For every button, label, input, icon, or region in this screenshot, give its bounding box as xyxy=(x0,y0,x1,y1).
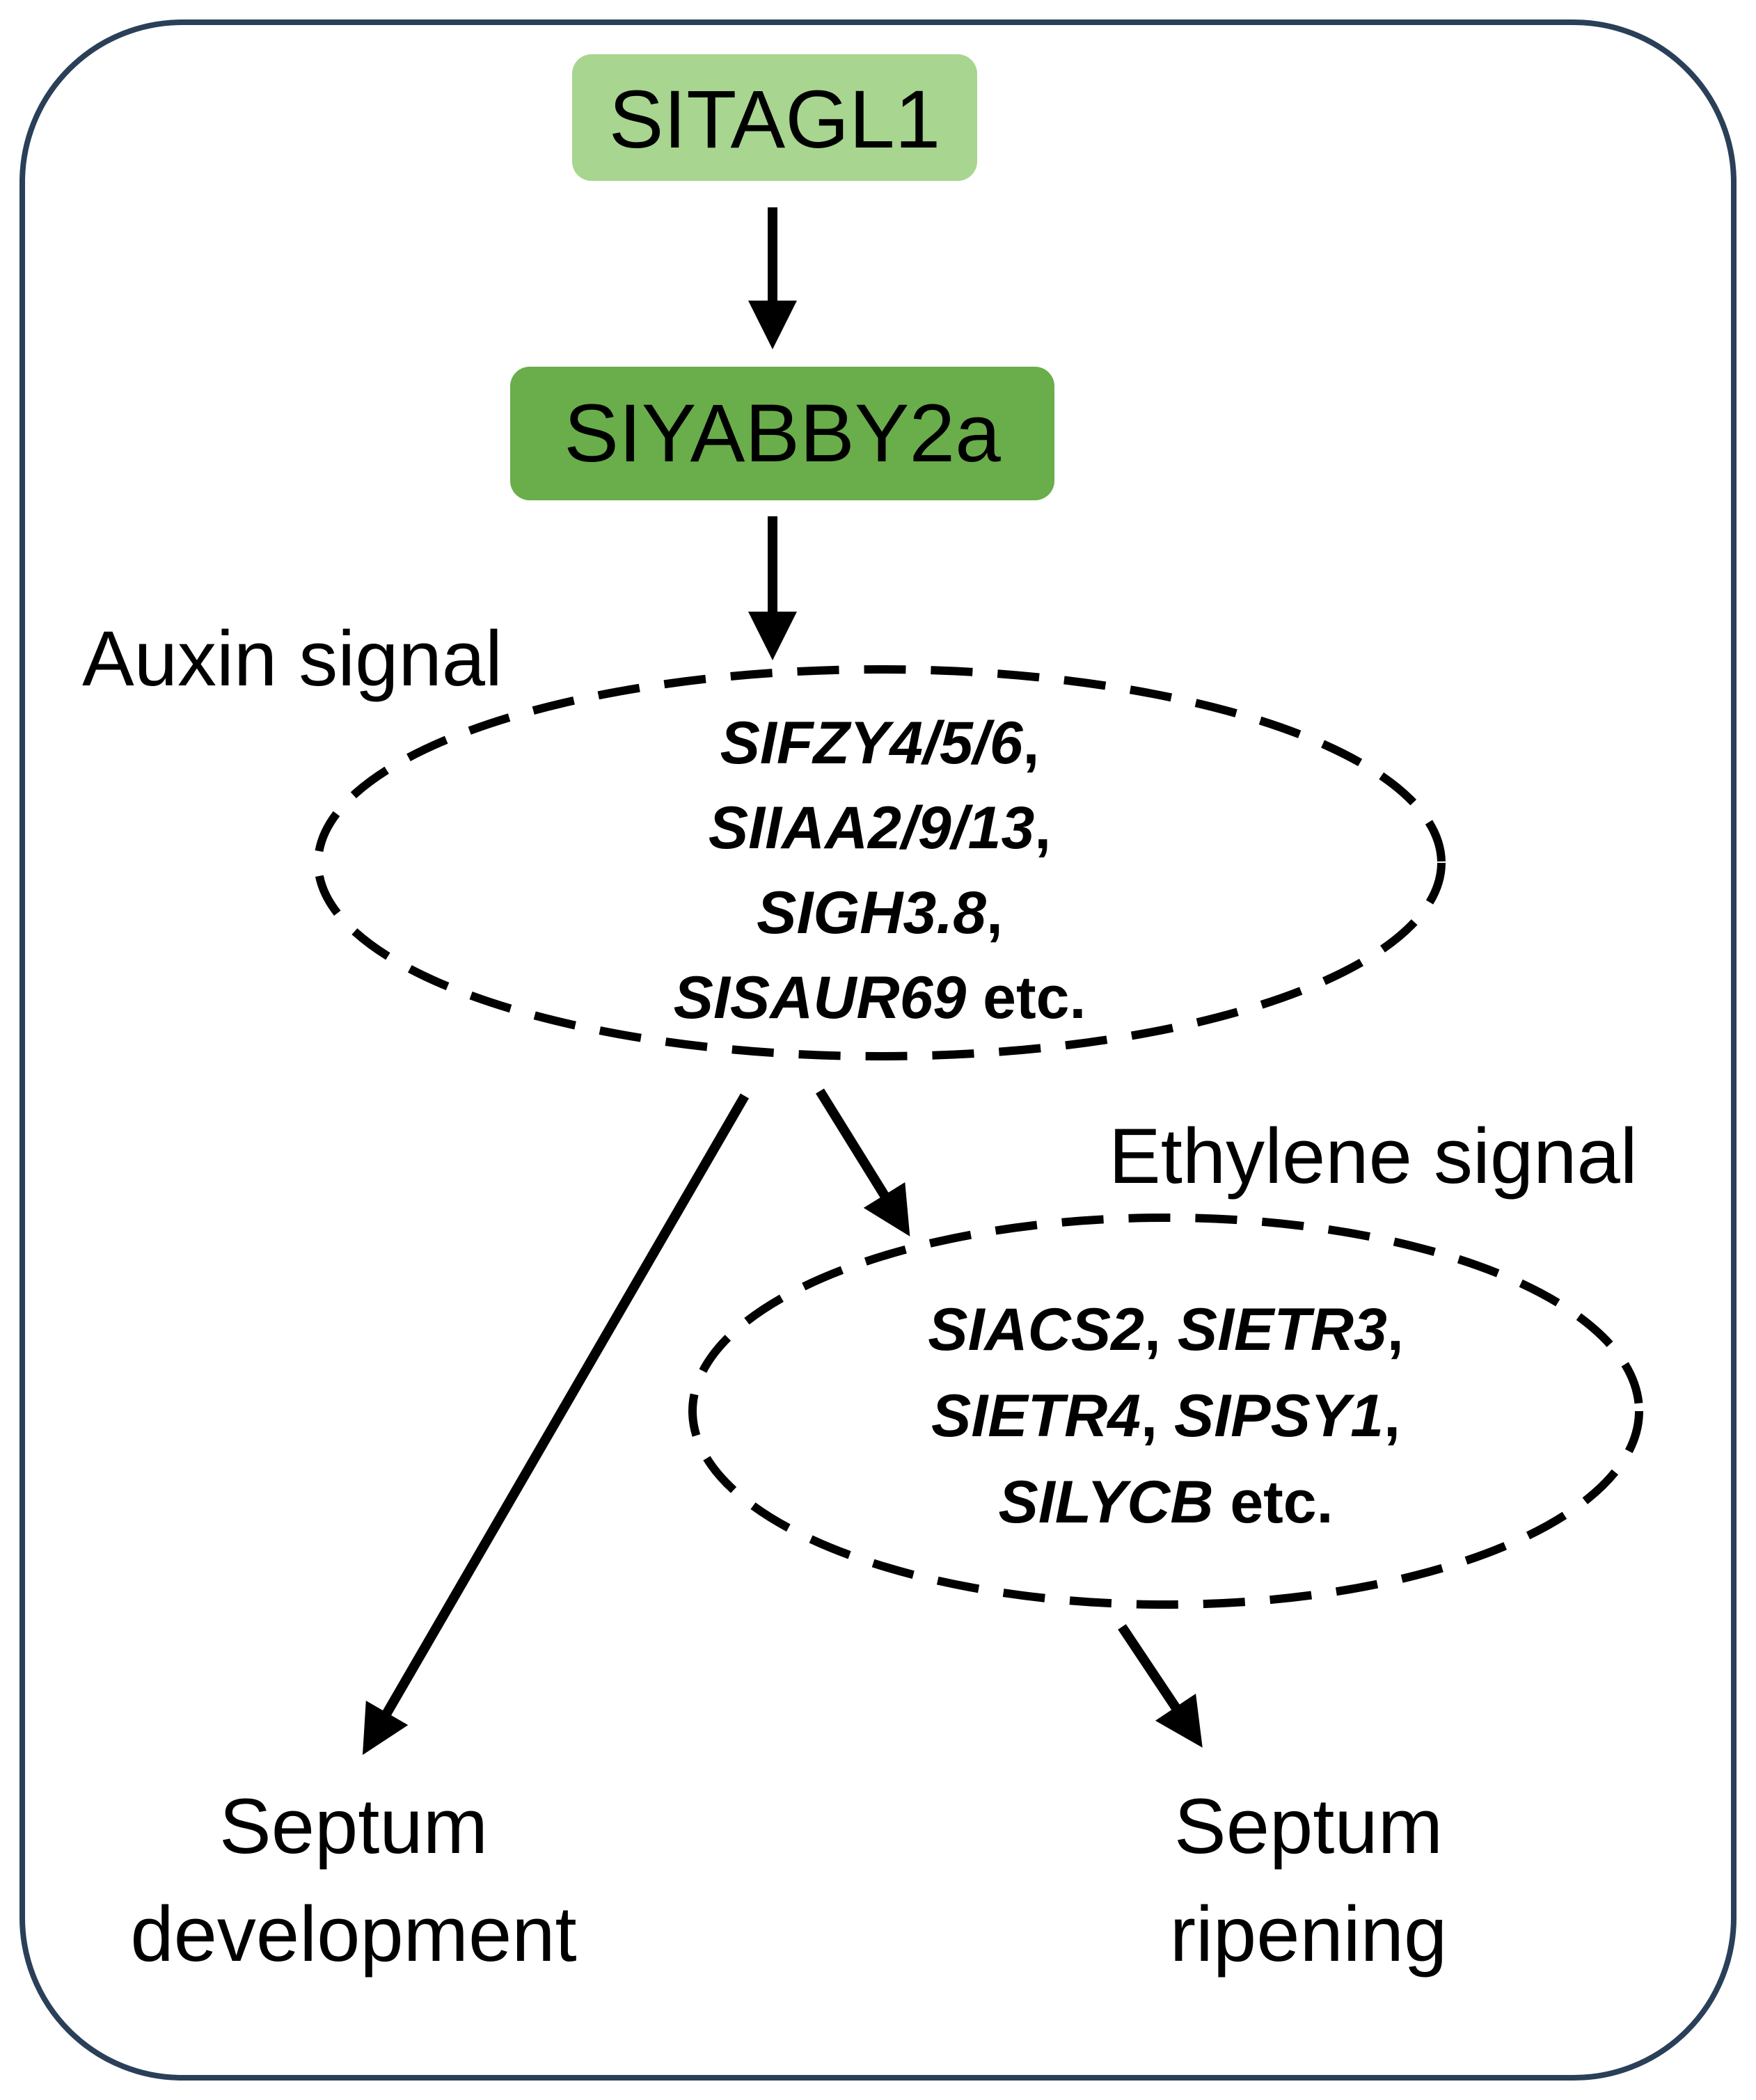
arrow-ethylene-to-ripening xyxy=(1118,1624,1203,1748)
arrow-auxin-to-ethylene xyxy=(816,1088,910,1236)
tagl1-node: SITAGL1 xyxy=(572,54,977,181)
outcome-line: Septum xyxy=(1174,1783,1443,1870)
septum-ripening-outcome: Septum ripening xyxy=(1170,1783,1448,1978)
arrow-auxin-to-development xyxy=(362,1093,750,1756)
auxin-gene-line: SIGH3.8, xyxy=(757,880,1003,946)
ethylene-gene-line: SILYCB etc. xyxy=(998,1469,1333,1536)
septum-development-outcome: Septum development xyxy=(130,1783,576,1978)
ethylene-gene-line: SIETR4, SIPSY1, xyxy=(931,1383,1400,1449)
auxin-gene-line: SIIAA2/9/13, xyxy=(709,795,1051,861)
auxin-gene-line: SISAUR69 etc. xyxy=(674,964,1086,1031)
auxin-gene-line: SIFZY4/5/6, xyxy=(720,710,1040,777)
yabby-box xyxy=(510,367,1054,500)
ethylene-ellipse xyxy=(688,1214,1643,1609)
auxin-ellipse xyxy=(314,665,1446,1060)
auxin-signal-label: Auxin signal xyxy=(82,615,503,702)
ethylene-signal-label: Ethylene signal xyxy=(1109,1113,1638,1200)
auxin-gene-list: SIFZY4/5/6, SIIAA2/9/13, SIGH3.8, SISAUR… xyxy=(674,710,1086,1031)
tagl1-label: SITAGL1 xyxy=(609,74,941,166)
outcome-line: development xyxy=(130,1891,576,1978)
tagl1-box xyxy=(572,54,977,181)
outcome-line: ripening xyxy=(1170,1891,1448,1978)
ethylene-gene-line: SIACS2, SIETR3, xyxy=(928,1296,1403,1363)
outcome-line: Septum xyxy=(219,1783,488,1870)
outer-frame xyxy=(19,19,1737,2081)
yabby-label: SIYABBY2a xyxy=(564,388,1001,479)
yabby-node: SIYABBY2a xyxy=(510,367,1054,500)
ethylene-gene-list: SIACS2, SIETR3, SIETR4, SIPSY1, SILYCB e… xyxy=(928,1296,1403,1536)
